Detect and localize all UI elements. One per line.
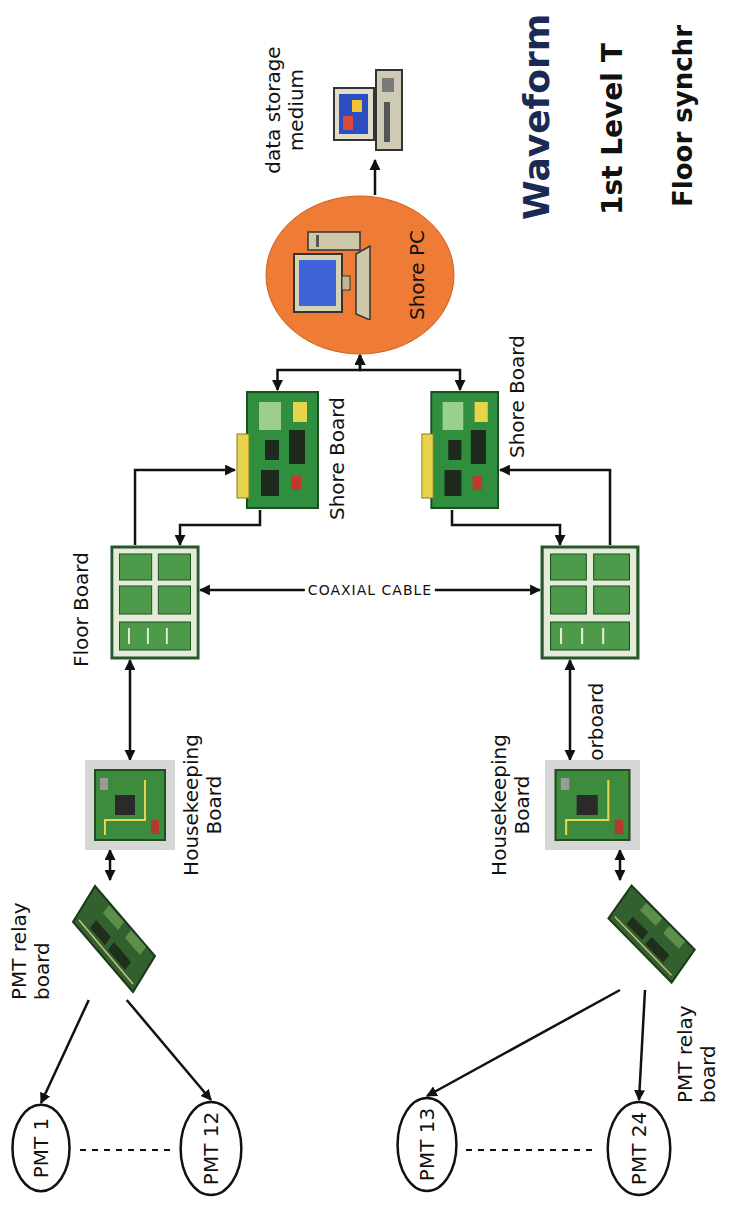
pmt-outline [181,1102,242,1195]
cable-label: COAXIAL CABLE [305,581,435,599]
housekeeping-board: Housekeeping Board [85,760,175,850]
node-label: data storage medium [262,30,308,190]
board-picture [235,390,320,510]
pmt-outline [608,1102,671,1195]
computer-icon [294,232,370,320]
node-label: Floor Board [70,517,93,667]
node-label: Shore Board [506,318,529,458]
connector-arrow [639,990,645,1100]
connector-arrow [452,510,560,545]
dashed-line [80,1149,172,1151]
connector-arrow [619,850,622,880]
board-picture [420,390,500,510]
board-picture [85,760,175,850]
node-label: PMT relay board [674,988,720,1103]
floor-board: Floor Board [110,545,200,660]
pmt-circle: PMT 1 [10,1103,72,1193]
pmt-circle: PMT 24 [605,1100,673,1197]
board-picture [330,60,410,160]
pmt-outline [398,1098,457,1191]
connectors [41,160,645,1103]
connector-arrow [360,355,460,390]
board-picture [65,880,160,1000]
relay-board-picture [73,886,155,992]
heading-text: Waveform [516,14,557,220]
connector-arrow [41,1000,89,1103]
connector-arrow [569,660,572,760]
shore-board-picture [422,392,498,508]
shore-board: Shore Board [235,390,320,510]
heading-text: 1st Level T [596,43,629,215]
housekeeping-board-picture [85,760,175,850]
board-picture [545,760,640,850]
shore-board-picture [237,392,318,508]
connector-arrow [427,990,620,1096]
node-label: PMT 13 [416,1108,439,1181]
pmt-circle: PMT 13 [395,1096,459,1193]
node-label: PMT 24 [628,1112,651,1185]
relay-board-picture [608,886,694,983]
floor-board-picture [542,547,638,658]
board-picture [540,545,640,660]
data-storage: data storage medium [330,60,410,160]
relay-board: PMT relay board [600,880,700,990]
pmt-circle: PMT 12 [178,1100,244,1197]
connector-arrow [180,510,260,545]
shore-board: Shore Board [420,390,500,510]
housekeeping-board-picture [545,760,640,850]
node-label: Housekeeping Board [488,725,534,885]
relay-board: PMT relay board [65,880,160,1000]
node-label: Shore Board [326,385,349,520]
pc-ellipse [266,196,454,354]
connector-arrow [127,1000,211,1100]
node-label: PMT 1 [30,1118,53,1179]
housekeeping-board: Housekeeping Board [545,760,640,850]
node-label: Shore PC [406,195,429,355]
dashed-line [466,1149,598,1151]
board-picture [110,545,200,660]
floor-board-picture [112,547,198,658]
connector-arrow [278,355,361,390]
heading-text: Floor synchr [668,25,698,207]
pmt-ellipsis [80,1150,598,1151]
connector-arrow [374,160,377,195]
node-label: Housekeeping Board [180,725,226,885]
node-label: PMT relay board [8,870,54,1000]
pmt-outline [12,1105,69,1191]
connector-arrow [135,470,235,545]
connector-arrow [129,660,132,760]
connector-arrow [109,850,112,880]
data-storage-picture [334,70,402,150]
node-label: PMT 12 [200,1112,223,1185]
shore-pc: Shore PC [265,195,455,355]
board-picture [600,880,700,990]
floor-board: Floorboard [540,545,640,660]
connector-arrow [500,470,610,545]
